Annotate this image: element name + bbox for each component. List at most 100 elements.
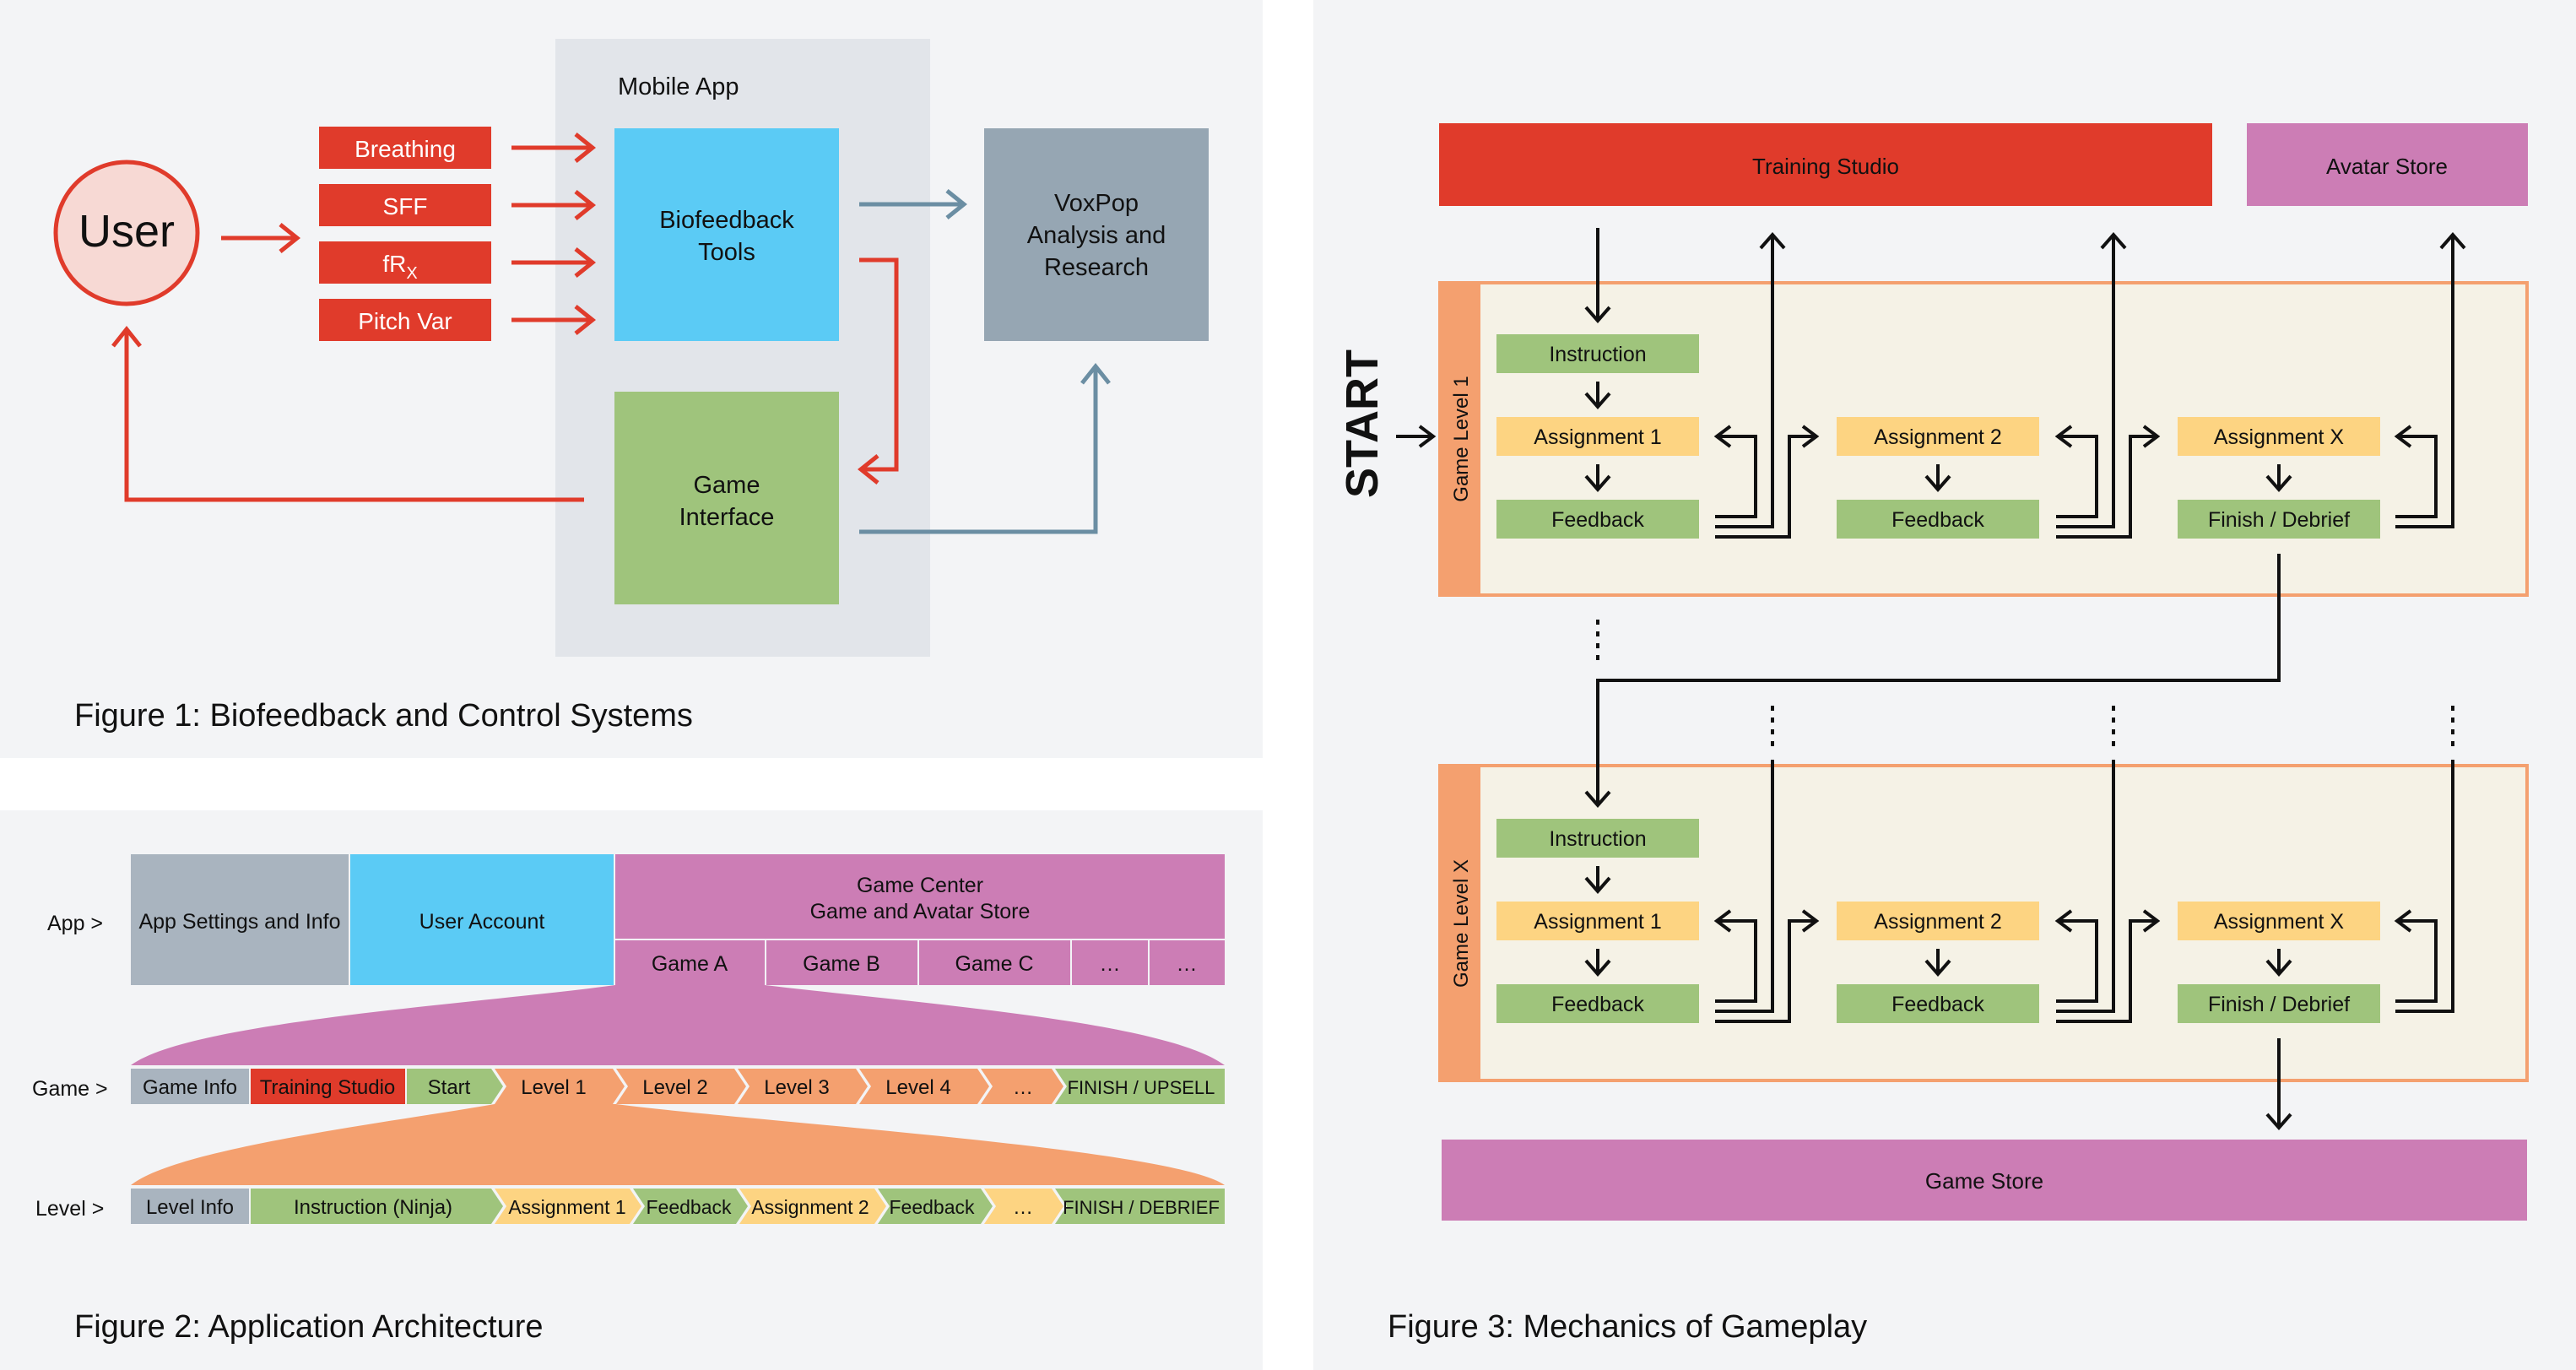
level-step-more-cell [984,1189,1063,1224]
svg-text:Game B: Game B [803,952,880,976]
user-account-block: User Account [350,854,614,985]
svg-text:Analysis and: Analysis and [1027,222,1166,249]
figure-3-caption: Figure 3: Mechanics of Gameplay [1388,1309,1867,1345]
figure-1: Mobile App User Breathing SFF fRX Pitch … [53,39,1209,734]
svg-text:Game Store: Game Store [1925,1168,2043,1194]
lx-assignment-1: Assignment 1 [1496,902,1699,940]
svg-text:Pitch Var: Pitch Var [358,308,452,334]
figure-3: Training Studio Avatar Store START Game … [1337,123,2529,1345]
game-info-cell [131,1069,249,1104]
avatar-store-bar: Avatar Store [2247,123,2528,206]
row-label-app: App > [47,912,103,935]
svg-text:Game Center: Game Center [857,874,983,897]
svg-text:Biofeedback: Biofeedback [659,207,794,234]
svg-text:Feedback: Feedback [646,1196,732,1218]
mobile-app-label: Mobile App [618,73,739,100]
input-sff: SFF [319,184,491,226]
svg-text:FINISH / DEBRIEF: FINISH / DEBRIEF [1063,1197,1220,1218]
lx-feedback-2: Feedback [1837,984,2039,1023]
svg-text:Feedback: Feedback [1551,993,1644,1016]
bio-to-game-arrow [857,257,899,485]
game-expansion-shape [131,985,1225,1065]
start-cell [407,1069,503,1104]
svg-text:Instruction (Ninja): Instruction (Ninja) [294,1196,452,1219]
svg-text:…: … [1013,1196,1033,1219]
svg-text:Research: Research [1044,254,1149,281]
bio-to-voxpop-arrow [859,189,968,219]
input-pitch-var: Pitch Var [319,299,491,341]
biofeedback-tools: Biofeedback Tools [614,128,839,341]
svg-text:Assignment 2: Assignment 2 [751,1196,869,1218]
svg-text:Instruction: Instruction [1549,827,1646,851]
input-fr: fRX [319,241,491,284]
svg-text:Avatar Store: Avatar Store [2326,154,2448,179]
svg-text:Level 1: Level 1 [521,1076,586,1099]
training-studio-bar: Training Studio [1439,123,2212,206]
row-label-game: Game > [32,1077,108,1101]
l1-feedback-1: Feedback [1496,500,1699,539]
svg-text:Assignment 2: Assignment 2 [1874,910,2001,934]
assignment-1-cell [495,1189,641,1224]
svg-text:Level 4: Level 4 [885,1076,950,1099]
svg-text:Feedback: Feedback [1891,993,1984,1016]
game-b: Game B [766,940,917,985]
svg-text:Interface: Interface [679,504,775,531]
l1-assignment-1: Assignment 1 [1496,417,1699,456]
svg-text:Game A: Game A [652,952,728,976]
level-info-cell [131,1189,249,1224]
svg-text:App Settings and Info: App Settings and Info [138,910,340,934]
start-label: START [1337,349,1388,498]
svg-text:Game Level X: Game Level X [1450,859,1473,988]
row-label-level: Level > [35,1197,104,1221]
svg-text:Start: Start [428,1076,471,1099]
svg-text:Game Info: Game Info [143,1076,237,1099]
level-3-cell [738,1069,868,1104]
feedback-1-cell [633,1189,748,1224]
level-expansion-shape [131,1104,1225,1185]
lx-assignment-2: Assignment 2 [1837,902,2039,940]
svg-text:Training Studio: Training Studio [260,1076,396,1099]
instruction-ninja-cell [251,1189,503,1224]
lx-finish-debrief: Finish / Debrief [2178,984,2380,1023]
figure-2: App > Game > Level > App Settings and In… [32,854,1225,1345]
game-more-1: … [1072,940,1148,985]
lx-feedback-1: Feedback [1496,984,1699,1023]
voxpop-analysis: VoxPop Analysis and Research [984,128,1209,341]
feedback-2-cell [878,1189,993,1224]
svg-text:FINISH / UPSELL: FINISH / UPSELL [1068,1077,1215,1098]
lx-assignment-x: Assignment X [2178,902,2380,940]
svg-text:SFF: SFF [383,193,428,219]
figure-1-caption: Figure 1: Biofeedback and Control System… [74,698,693,734]
app-settings-block: App Settings and Info [131,854,349,985]
svg-text:Finish / Debrief: Finish / Debrief [2208,508,2350,532]
user-to-inputs-arrow [221,223,301,253]
training-studio-cell [251,1069,405,1104]
figure-2-caption: Figure 2: Application Architecture [74,1309,544,1345]
input-arrows [511,133,597,335]
finish-debrief-cell [1055,1189,1225,1224]
finish-upsell-cell [1055,1069,1225,1104]
svg-text:…: … [1177,952,1198,976]
l1-instruction: Instruction [1496,334,1699,373]
svg-text:Game Level 1: Game Level 1 [1450,376,1473,501]
svg-text:Game and Avatar Store: Game and Avatar Store [810,900,1031,923]
game-store-bar: Game Store [1442,1140,2527,1221]
svg-text:Finish / Debrief: Finish / Debrief [2208,993,2350,1016]
game-interface: Game Interface [614,392,839,604]
svg-text:…: … [1100,952,1121,976]
game-row: Game Info Training Studio Start Level 1 … [131,1069,1225,1104]
user-label: User [78,206,175,257]
svg-text:fRX: fRX [382,251,417,283]
svg-text:Training Studio: Training Studio [1752,154,1899,179]
svg-text:Assignment 1: Assignment 1 [1534,425,1661,449]
svg-text:Level Info: Level Info [146,1196,234,1219]
game-c: Game C [919,940,1070,985]
level-more-cell [981,1069,1063,1104]
level-4-cell [859,1069,989,1104]
start-arrow [1396,425,1437,448]
game-to-voxpop-arrow [859,362,1111,534]
svg-text:Tools: Tools [698,239,755,266]
game-a: Game A [615,940,765,985]
svg-text:Assignment 2: Assignment 2 [1874,425,2001,449]
